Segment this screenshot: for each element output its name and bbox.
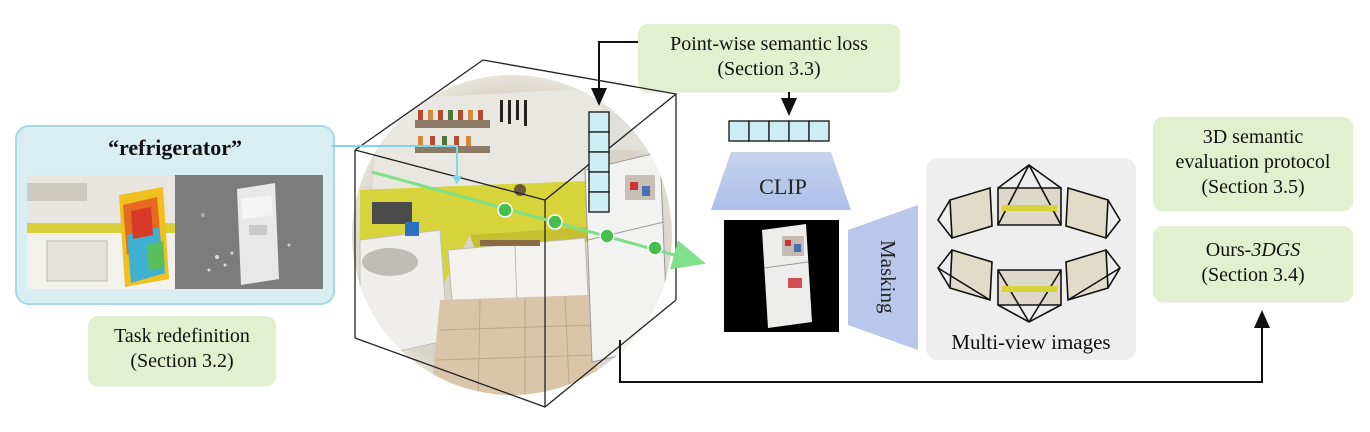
scene-to-ours-arrow xyxy=(619,310,1270,383)
query-text: “refrigerator” xyxy=(108,135,242,160)
camera-top xyxy=(997,164,1062,226)
point-wise-loss-box: Point-wise semantic loss (Section 3.3) xyxy=(638,24,900,92)
scene-bounding-cube xyxy=(354,59,678,408)
ours-3dgs-box: Ours-3DGS (Section 3.4) xyxy=(1153,226,1353,302)
task-redefinition-title: Task redefinition xyxy=(114,325,250,347)
clip-feature-row xyxy=(728,120,830,142)
task-redefinition-box: Task redefinition (Section 3.2) xyxy=(88,316,276,386)
evaluation-protocol-box: 3D semantic evaluation protocol (Section… xyxy=(1153,117,1353,211)
camera-top-right xyxy=(1065,186,1121,240)
camera-top-left xyxy=(937,186,993,240)
segmented-point-cloud-image xyxy=(175,175,323,289)
loss-to-column-arrow xyxy=(591,41,638,106)
kitchen-scene xyxy=(352,75,672,395)
masking-block xyxy=(848,205,918,350)
ours-italic: 3DGS xyxy=(1251,239,1301,261)
clip-label: CLIP xyxy=(759,174,807,199)
camera-bottom-right xyxy=(1065,248,1121,302)
evaluation-title-line1: 3D semantic xyxy=(1202,126,1304,148)
sample-point-3 xyxy=(599,228,615,244)
query-panel: “refrigerator” xyxy=(15,125,335,305)
sample-point-1 xyxy=(497,202,513,218)
ours-3dgs-section: (Section 3.4) xyxy=(1201,264,1305,286)
point-feature-column xyxy=(588,111,610,213)
point-wise-loss-section: (Section 3.3) xyxy=(717,58,821,80)
query-connector-arrowhead xyxy=(452,176,462,184)
query-connector xyxy=(332,145,458,178)
camera-bottom-left xyxy=(937,248,993,302)
query-thumbnails xyxy=(27,175,323,289)
sample-point-4 xyxy=(647,240,663,256)
sample-point-2 xyxy=(547,214,563,230)
evaluation-title-line2: evaluation protocol xyxy=(1175,151,1331,173)
ours-3dgs-title: Ours-3DGS xyxy=(1153,238,1353,263)
multi-view-caption: Multi-view images xyxy=(951,330,1111,354)
masking-label: Masking xyxy=(876,240,900,314)
ray-line xyxy=(371,170,706,270)
ours-prefix: Ours- xyxy=(1205,239,1252,261)
multi-view-cameras xyxy=(937,164,1121,323)
point-wise-loss-title: Point-wise semantic loss xyxy=(670,33,868,55)
camera-bottom xyxy=(997,269,1062,323)
masked-refrigerator-image xyxy=(724,220,839,332)
task-redefinition-section: (Section 3.2) xyxy=(130,350,234,372)
evaluation-section: (Section 3.5) xyxy=(1201,176,1305,198)
heatmap-kitchen-image xyxy=(27,175,175,289)
clip-encoder xyxy=(711,152,851,210)
